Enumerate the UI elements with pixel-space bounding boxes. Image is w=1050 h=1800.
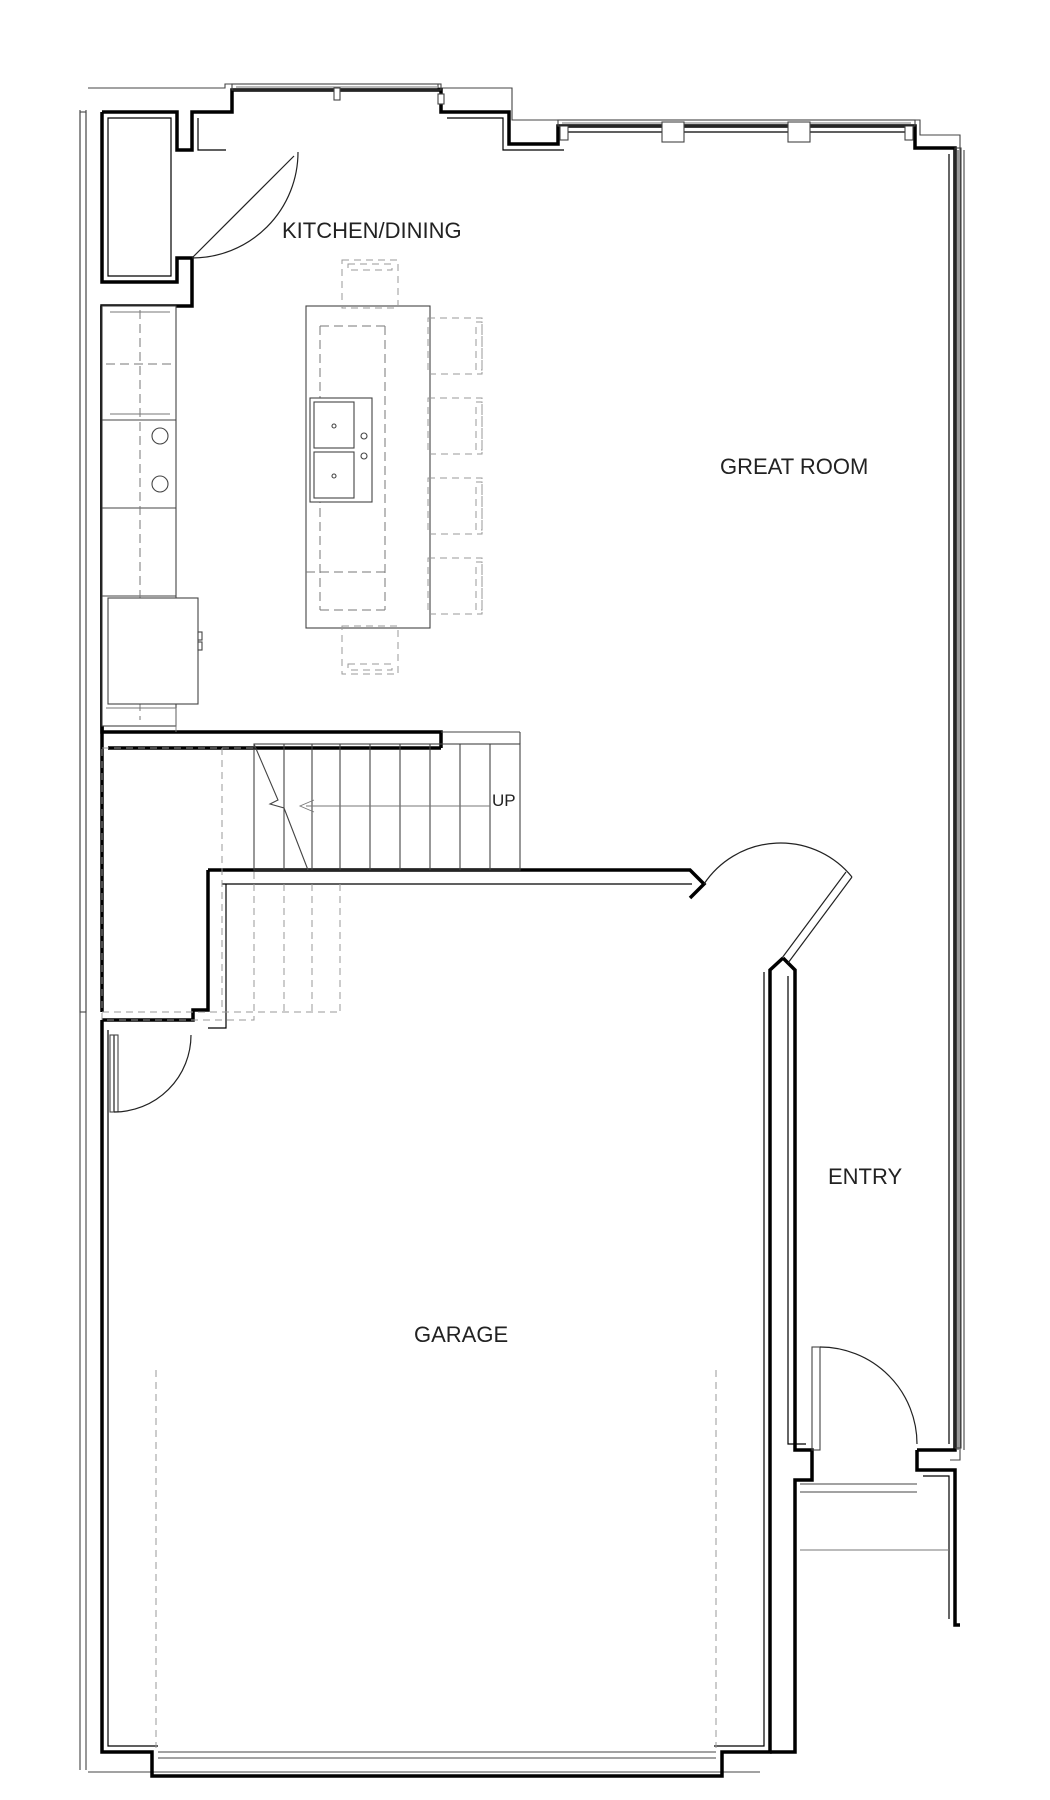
stool-side-4 bbox=[427, 557, 483, 615]
doors bbox=[109, 151, 918, 1451]
room-label-kitchen-dining: KITCHEN/DINING bbox=[282, 218, 462, 243]
stool-bottom bbox=[341, 625, 399, 675]
stool-side-2 bbox=[427, 397, 483, 455]
room-label-great-room: GREAT ROOM bbox=[720, 454, 868, 479]
main-walls bbox=[100, 88, 960, 1778]
room-label-entry: ENTRY bbox=[828, 1164, 902, 1189]
windows bbox=[79, 83, 962, 1449]
stool-side-3 bbox=[427, 477, 483, 535]
kitchen-island bbox=[305, 305, 431, 629]
room-label-garage: GARAGE bbox=[414, 1322, 508, 1347]
stool-side-1 bbox=[427, 317, 483, 375]
kitchen-counter bbox=[101, 305, 203, 732]
stool-top bbox=[341, 259, 399, 309]
exterior-outline bbox=[79, 83, 965, 1773]
stair-up-label: UP bbox=[492, 791, 516, 810]
staircase bbox=[101, 731, 521, 1021]
garage-door-tracks bbox=[155, 1370, 717, 1748]
bar-stools bbox=[341, 259, 483, 675]
